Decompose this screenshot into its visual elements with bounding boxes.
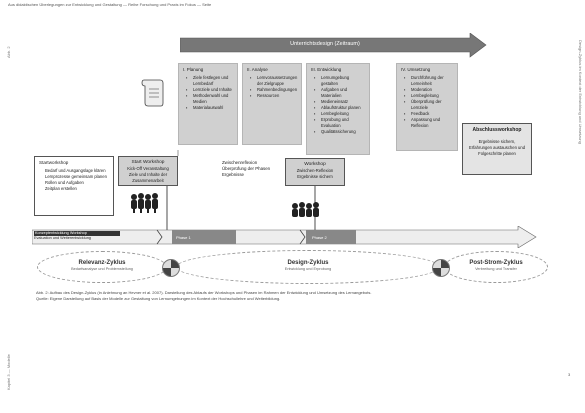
- start-box: Startworkshop Bedarf und Ausgangslage kl…: [34, 156, 114, 216]
- phase-item: Anpassung und Reflexion: [404, 117, 453, 129]
- phase-item: Methodenwahl und Medien: [186, 93, 233, 105]
- start-item: Bedarf und Ausgangslage klären: [45, 168, 106, 173]
- cycle-connector-icon: [432, 259, 450, 277]
- mid-text: Zwischenreflexion Überprüfung der Phasen…: [222, 160, 270, 178]
- phase-item: Lernbegleitung: [314, 111, 365, 117]
- cycle-sub: Entwicklung und Erprobung: [284, 267, 332, 271]
- workshop-2-box: Workshop Zwischen-Reflexion Ergebnisse s…: [285, 158, 345, 186]
- people-group-icon: [131, 193, 158, 213]
- phase-item: Medieneinsatz: [314, 99, 365, 105]
- phase-head: III. Entwicklung: [311, 67, 342, 72]
- phase-head: IV. Umsetzung: [401, 67, 431, 72]
- phase-item: Erprobung und Evaluation: [314, 117, 365, 129]
- abschluss-box: Abschlussworkshop Ergebnisse sichern, Er…: [462, 123, 532, 175]
- workshop-1-title: Start Workshop: [131, 160, 165, 165]
- phase-item: Qualitätssicherung: [314, 129, 365, 135]
- top-arrow-label: Unterrichtsdesign (Zeitraum): [290, 41, 360, 47]
- phase-box-analyse: II. Analyse Lernvoraussetzungen der Ziel…: [242, 63, 302, 145]
- phase-box-umsetzung: IV. Umsetzung Durchführung der Lerneinhe…: [396, 63, 458, 151]
- start-item: Rollen und Aufgaben: [45, 180, 84, 185]
- design-cycle: Design-Zyklus Entwicklung und Erprobung: [176, 250, 440, 284]
- workshop-2-title: Workshop: [304, 162, 326, 167]
- phase-item: Ablaufstruktur planen: [314, 105, 365, 111]
- people-group-icon: [292, 202, 319, 217]
- header-text: Aus didaktischen Überlegungen zur Entwic…: [8, 2, 212, 7]
- scroll-document-icon: [141, 79, 164, 107]
- caption-line-2: Quelle: Eigene Darstellung auf Basis der…: [36, 296, 281, 301]
- workshop-2-line: Ergebnisse sichern: [297, 174, 333, 179]
- phase-item: Lernziele und Inhalte: [186, 87, 233, 93]
- phase-item: Materialauswahl: [186, 105, 233, 111]
- cycle-connector-icon: [162, 259, 180, 277]
- mid-text-line: Ergebnisse: [222, 172, 244, 177]
- top-arrow: [180, 33, 487, 58]
- abschluss-body: Ergebnisse sichern, Erfahrungen austausc…: [468, 139, 526, 156]
- cycle-title: Relevanz-Zyklus: [78, 260, 126, 266]
- cycle-sub: Verbreitung und Transfer: [475, 267, 517, 271]
- phase-item: Ressourcen: [250, 93, 297, 99]
- caption-line-1: Abb. 2: Aufbau des Design-Zyklus (in Anl…: [36, 290, 372, 295]
- phase-item: Rahmenbedingungen: [250, 87, 297, 93]
- timeline-arrow: [32, 226, 537, 248]
- phase-item: Lernumgebung gestalten: [314, 75, 365, 87]
- timeline-segment-1: Phase 1: [176, 235, 191, 240]
- phase-item: Aufgaben und Materialien: [314, 87, 365, 99]
- phase-item: Durchführung der Lerneinheit: [404, 75, 453, 87]
- timeline-left-label: Konzeptentwicklung Workshop Evaluation u…: [34, 231, 120, 240]
- phase-item: Ziele festlegen und Lernbedarf: [186, 75, 233, 87]
- phase-item: Lernbegleitung: [404, 93, 453, 99]
- cycle-title: Design-Zyklus: [287, 260, 329, 266]
- phase-item: Überprüfung der Lernziele: [404, 99, 453, 111]
- post-strom-cycle: Post-Strom-Zyklus Verbreitung und Transf…: [444, 251, 548, 283]
- workshop-1-box: Start Workshop Kick-Off Veranstaltung Zi…: [118, 156, 178, 186]
- phase-item: Moderation: [404, 87, 453, 93]
- cycle-title: Post-Strom-Zyklus: [469, 260, 523, 266]
- figure-caption: Abb. 2: Aufbau des Design-Zyklus (in Anl…: [36, 290, 536, 302]
- phase-box-entwicklung: III. Entwicklung Lernumgebung gestalten …: [306, 63, 370, 155]
- start-box-head: Startworkshop: [39, 160, 69, 165]
- phase-box-planung: I. Planung Ziele festlegen und Lernbedar…: [178, 63, 238, 145]
- relevanz-cycle: Relevanz-Zyklus Bedarfsanalyse und Probl…: [37, 251, 167, 283]
- start-item: Lernprozesse gemeinsam planen: [45, 174, 107, 179]
- page-number: 3: [568, 372, 571, 377]
- phase-item: Feedback: [404, 111, 453, 117]
- workshop-1-line: Kick-Off Veranstaltung: [127, 166, 169, 171]
- start-item: Zeitplan erstellen: [45, 186, 77, 191]
- abschluss-title: Abschlussworkshop: [472, 127, 522, 133]
- phase-head: I. Planung: [183, 67, 204, 72]
- cycle-sub: Bedarfsanalyse und Problemstellung: [71, 267, 133, 271]
- timeline-label-2: Evaluation und Weiterentwicklung: [34, 235, 91, 240]
- workshop-2-line: Zwischen-Reflexion: [296, 168, 334, 173]
- timeline-label-1: Konzeptentwicklung Workshop: [34, 231, 120, 236]
- timeline-segment-2: Phase 2: [312, 235, 327, 240]
- phase-item: Lernvoraussetzungen der Zielgruppe: [250, 75, 297, 87]
- mid-text-line: Überprüfung der Phasen: [222, 166, 271, 171]
- phase-head: II. Analyse: [247, 67, 268, 72]
- mid-text-line: Zwischenreflexion: [222, 160, 258, 165]
- workshop-1-line: Ziele und Inhalte der Zusammenarbeit: [128, 172, 168, 183]
